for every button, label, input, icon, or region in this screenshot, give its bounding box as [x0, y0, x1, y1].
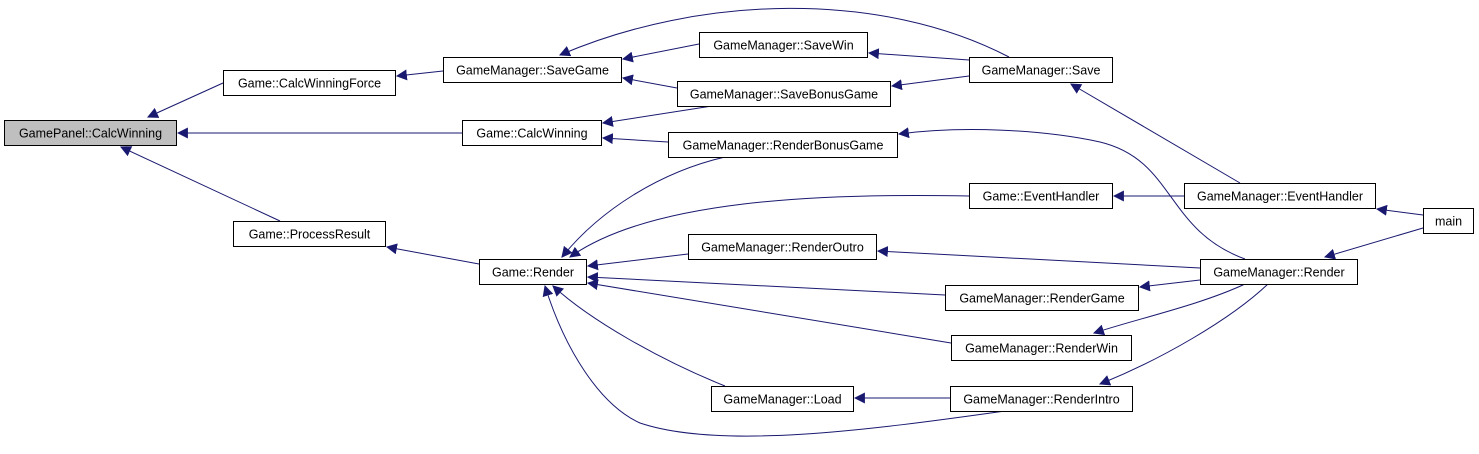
node-n0[interactable]: GamePanel::CalcWinning	[4, 120, 177, 146]
node-n5[interactable]: GameManager::SaveBonusGame	[677, 81, 891, 107]
node-label: Game::ProcessResult	[249, 228, 371, 242]
node-box	[4, 120, 177, 146]
edge-n1-to-n0	[146, 82, 224, 118]
node-n13[interactable]: GameManager::RenderOutro	[688, 234, 877, 260]
node-n3[interactable]: GameManager::SaveWin	[699, 32, 868, 58]
edge-n4-to-n5	[890, 75, 970, 91]
edge-n15-to-n12	[586, 272, 946, 296]
node-box	[969, 57, 1113, 83]
node-box	[479, 259, 587, 285]
node-label: Game::EventHandler	[983, 190, 1100, 204]
node-label: GameManager::RenderBonusGame	[683, 139, 884, 153]
node-n2[interactable]: GameManager::SaveGame	[443, 57, 622, 83]
node-label: GameManager::SaveWin	[713, 39, 853, 53]
node-label: GameManager::SaveBonusGame	[690, 88, 878, 102]
edge-n8-to-n12	[569, 194, 970, 258]
edge-n14-to-n18	[1098, 283, 1269, 386]
node-label: GameManager::Render	[1213, 266, 1344, 280]
node-box	[462, 120, 602, 146]
node-label: GameManager::EventHandler	[1197, 190, 1363, 204]
edge-n7-to-n6	[601, 133, 669, 145]
edge-n10-to-n14	[1323, 227, 1424, 260]
node-n17[interactable]: GameManager::Load	[711, 386, 854, 412]
node-n6[interactable]: Game::CalcWinning	[462, 120, 602, 146]
node-label: GameManager::Load	[723, 393, 841, 407]
node-box	[945, 285, 1139, 311]
edge-n17-to-n12	[552, 285, 726, 387]
edge-n16-to-n12	[586, 279, 952, 344]
edge-n4-to-n3	[867, 48, 970, 61]
node-label: Game::CalcWinning	[476, 127, 587, 141]
node-n4[interactable]: GameManager::Save	[969, 57, 1113, 83]
edge-n4-to-n2	[558, 7, 1010, 58]
edge-n14-to-n15	[1138, 279, 1201, 292]
edge-n14-to-n7	[897, 127, 1246, 260]
nodes-layer: GamePanel::CalcWinning Game::CalcWinningF…	[4, 32, 1474, 412]
node-n9[interactable]: GameManager::EventHandler	[1184, 183, 1376, 209]
node-label: Game::CalcWinningForce	[238, 77, 381, 91]
node-n18[interactable]: GameManager::RenderIntro	[950, 386, 1133, 412]
node-label: GameManager::RenderGame	[959, 292, 1124, 306]
node-box	[1423, 208, 1474, 234]
node-box	[1184, 183, 1376, 209]
edge-n2-to-n1	[395, 69, 444, 81]
node-n7[interactable]: GameManager::RenderBonusGame	[668, 132, 898, 158]
edge-n18-to-n12	[542, 284, 1006, 437]
edge-n10-to-n9	[1375, 204, 1424, 216]
node-n11[interactable]: Game::ProcessResult	[233, 221, 386, 247]
node-label: GamePanel::CalcWinning	[19, 127, 162, 141]
node-n16[interactable]: GameManager::RenderWin	[951, 335, 1132, 361]
edge-n5-to-n6	[601, 105, 713, 127]
edge-n3-to-n2	[621, 43, 700, 63]
node-box	[223, 70, 396, 96]
node-n10[interactable]: main	[1423, 208, 1474, 234]
edge-n12-to-n11	[385, 243, 480, 265]
edges-layer	[120, 7, 1424, 437]
node-box	[699, 32, 868, 58]
node-label: GameManager::RenderOutro	[701, 241, 864, 255]
node-box	[950, 386, 1133, 412]
node-box	[668, 132, 898, 158]
node-n15[interactable]: GameManager::RenderGame	[945, 285, 1139, 311]
node-label: main	[1435, 215, 1462, 229]
node-box	[951, 335, 1132, 361]
edge-n9-to-n4	[1070, 83, 1241, 184]
node-box	[969, 183, 1113, 209]
edge-n13-to-n12	[586, 253, 689, 271]
node-label: GameManager::SaveGame	[456, 64, 609, 78]
node-box	[1200, 259, 1358, 285]
node-label: GameManager::RenderIntro	[963, 393, 1119, 407]
node-n1[interactable]: Game::CalcWinningForce	[223, 70, 396, 96]
node-n12[interactable]: Game::Render	[479, 259, 587, 285]
node-n14[interactable]: GameManager::Render	[1200, 259, 1358, 285]
node-n8[interactable]: Game::EventHandler	[969, 183, 1113, 209]
node-box	[233, 221, 386, 247]
edge-n14-to-n13	[876, 246, 1201, 269]
edge-n5-to-n2	[621, 74, 678, 89]
node-label: Game::Render	[492, 266, 574, 280]
edge-n11-to-n0	[120, 146, 281, 222]
edge-n14-to-n16	[1092, 283, 1246, 336]
node-box	[677, 81, 891, 107]
node-label: GameManager::RenderWin	[965, 342, 1118, 356]
node-label: GameManager::Save	[982, 64, 1101, 78]
node-box	[443, 57, 622, 83]
edge-n7-to-n12	[561, 156, 726, 258]
node-box	[688, 234, 877, 260]
node-box	[711, 386, 854, 412]
